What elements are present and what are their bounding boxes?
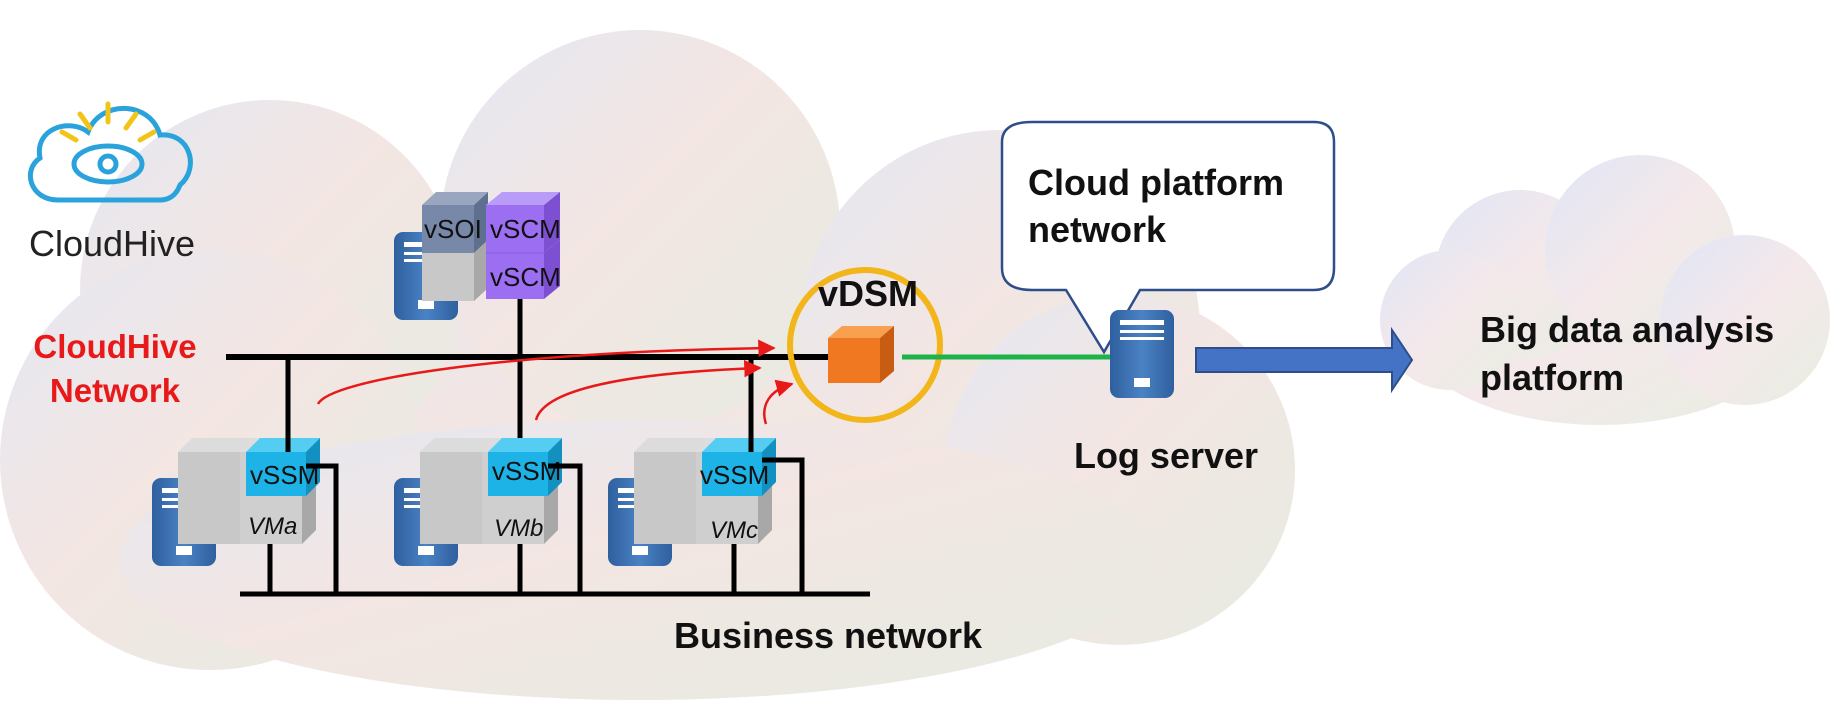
logo-name: CloudHive: [29, 223, 195, 264]
vm-c-label: VMc: [710, 517, 758, 544]
cloudhive-network-label-line1: CloudHive: [33, 328, 196, 365]
vdsm-node: [787, 267, 943, 423]
vm-a-label: VMa: [248, 513, 297, 540]
cloud-platform-label-line2: network: [1028, 209, 1167, 250]
vscm-upper-label: vSCM: [490, 214, 561, 244]
log-server-icon: [1110, 310, 1174, 398]
business-network-label: Business network: [674, 615, 983, 656]
vm-group-b: [394, 438, 562, 566]
big-data-label-line1: Big data analysis: [1480, 309, 1774, 350]
cloudhive-network-label-line2: Network: [50, 372, 181, 409]
vscm-lower-label: vSCM: [490, 262, 561, 292]
vssm-c-label: vSSM: [700, 460, 769, 490]
vm-b-label: VMb: [494, 515, 543, 542]
export-arrow: [1195, 326, 1414, 394]
log-flow-arrows: [316, 339, 794, 425]
vm-group-c: [608, 438, 776, 566]
vsoi-label: vSOI: [424, 214, 482, 244]
vdsm-label: vDSM: [818, 273, 918, 314]
log-server-label: Log server: [1074, 435, 1258, 476]
small-cloud: [1380, 155, 1830, 425]
cloud-eye-icon: [27, 101, 193, 203]
vssm-b-label: vSSM: [492, 456, 561, 486]
cloud-platform-label-line1: Cloud platform: [1028, 162, 1284, 203]
top-cluster: [394, 192, 560, 320]
big-data-label-line2: platform: [1480, 357, 1624, 398]
vm-group-a: [152, 438, 320, 566]
